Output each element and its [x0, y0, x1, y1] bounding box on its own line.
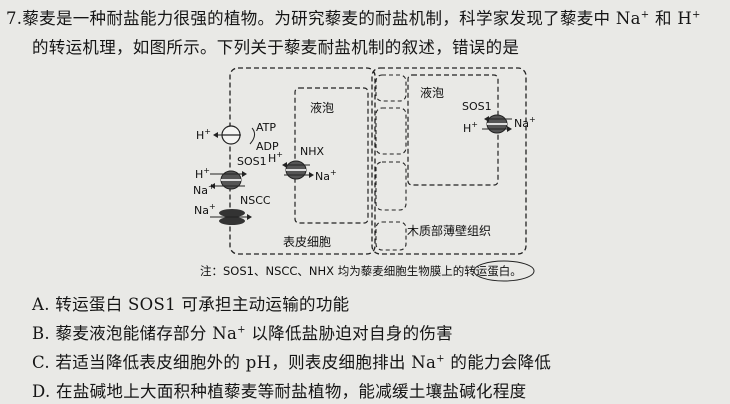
- h-superscript: +: [692, 9, 701, 21]
- nscc-label: NSCC: [240, 194, 271, 207]
- option-c: C. 若适当降低表皮细胞外的 pH，则表皮细胞排出 Na+ 的能力会降低: [32, 349, 551, 373]
- question-stem-line2: 的转运机理，如图所示。下列关于藜麦耐盐机制的叙述，错误的是: [32, 38, 520, 57]
- option-a: A. 转运蛋白 SOS1 可承担主动运输的功能: [32, 295, 350, 314]
- epidermal-cell-outline: [229, 67, 376, 255]
- na-ion-label-1: Na+: [193, 182, 215, 197]
- h-ion-label-3: H+: [268, 150, 283, 165]
- question-stem-text: 藜麦是一种耐盐能力很强的植物。为研究藜麦的耐盐机制，科学家发现了藜麦中 Na: [22, 9, 641, 28]
- handwritten-circle-mark: [473, 260, 535, 282]
- na-ion-label-3: Na+: [315, 168, 337, 183]
- na-ion-label-4: Na+: [514, 115, 536, 130]
- adp-label: ADP: [256, 140, 279, 153]
- option-c-text-2: 的能力会降低: [444, 353, 552, 372]
- wall-pit-2: [375, 107, 407, 155]
- question-stem-text-2: 和 H: [649, 9, 693, 28]
- wall-pit-4: [375, 221, 407, 251]
- option-d: D. 在盐碱地上大面积种植藜麦等耐盐植物，能减缓土壤盐碱化程度: [32, 382, 527, 401]
- nscc-channel-icon: [219, 209, 245, 217]
- h-ion-label-4: H+: [463, 120, 478, 135]
- xylem-cell-label: 木质部薄壁组织: [407, 223, 491, 238]
- question-number: 7.: [6, 9, 23, 28]
- epidermal-cell-label: 表皮细胞: [283, 235, 331, 249]
- option-c-text: C. 若适当降低表皮细胞外的 pH，则表皮细胞排出 Na: [32, 353, 437, 372]
- vacuole-right-label: 液泡: [420, 85, 444, 100]
- sos1-left-label: SOS1: [237, 155, 267, 168]
- sos1-right-label: SOS1: [462, 100, 492, 113]
- na-superscript: +: [640, 9, 650, 21]
- wall-pit-1: [375, 74, 407, 102]
- question-stem-line1: 7.藜麦是一种耐盐能力很强的植物。为研究藜麦的耐盐机制，科学家发现了藜麦中 Na…: [6, 5, 701, 29]
- h-ion-label-2: H+: [195, 166, 210, 181]
- wall-pit-3: [375, 161, 407, 211]
- option-b: B. 藜麦液泡能储存部分 Na+ 以降低盐胁迫对自身的伤害: [32, 320, 453, 344]
- option-c-sup: +: [436, 353, 445, 365]
- diagram-note: 注：SOS1、NSCC、NHX 均为藜麦细胞生物膜上的转运蛋白。: [200, 264, 522, 278]
- option-b-text: B. 藜麦液泡能储存部分 Na: [32, 324, 238, 343]
- atp-label: ATP: [256, 121, 276, 134]
- nhx-label: NHX: [300, 145, 325, 158]
- option-b-sup: +: [237, 324, 246, 336]
- h-ion-label-1: H+: [196, 127, 211, 142]
- xylem-cell-outline: [371, 67, 527, 255]
- vacuole-left-label: 液泡: [310, 100, 334, 115]
- option-b-text-2: 以降低盐胁迫对自身的伤害: [245, 324, 453, 343]
- vacuole-left: [294, 87, 369, 224]
- na-ion-label-2: Na+: [194, 202, 216, 217]
